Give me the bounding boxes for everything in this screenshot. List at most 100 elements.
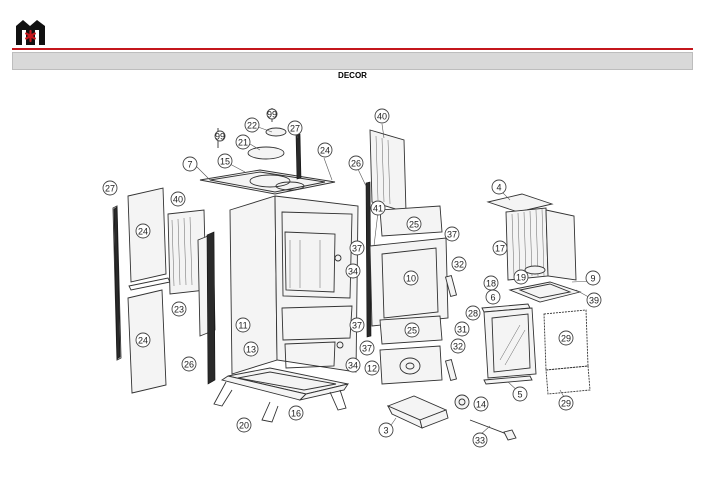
callout-number: 21 — [238, 138, 248, 148]
callout-number: 6 — [490, 293, 495, 303]
callout-33: 33 — [472, 432, 488, 448]
callout-22: 22 — [244, 117, 260, 133]
callout-number: 32 — [453, 342, 463, 352]
callout-circle — [491, 179, 507, 195]
callout-18: 18 — [483, 275, 499, 291]
callout-number: 37 — [352, 321, 362, 331]
callout-circle — [182, 156, 198, 172]
callout-25: 25 — [404, 322, 420, 338]
header-divider — [12, 48, 693, 50]
callout-37: 37 — [349, 240, 365, 256]
callout-number: 11 — [238, 321, 247, 331]
callout-number: 3 — [383, 426, 388, 436]
callout-number: 39 — [589, 296, 599, 306]
callout-21: 21 — [235, 134, 251, 150]
callout-31: 31 — [454, 321, 470, 337]
callout-number: 25 — [409, 220, 419, 230]
callout-circle — [492, 240, 508, 256]
callout-40: 40 — [170, 191, 186, 207]
stove-base — [213, 367, 350, 423]
callout-24: 24 — [135, 332, 151, 348]
callout-number: 14 — [476, 400, 486, 410]
side-panel-left-parts — [112, 187, 216, 394]
callout-number: 33 — [475, 436, 485, 446]
callout-19: 19 — [513, 269, 529, 285]
callout-13: 13 — [243, 341, 259, 357]
callout-37: 37 — [349, 317, 365, 333]
callout-24: 24 — [135, 223, 151, 239]
callout-number: 13 — [246, 345, 256, 355]
callout-number: 99 — [267, 110, 277, 120]
callout-number: 34 — [348, 361, 358, 371]
callout-26: 26 — [181, 356, 197, 372]
callout-number: 40 — [377, 112, 387, 122]
callout-number: 12 — [367, 364, 377, 374]
callout-number: 5 — [517, 390, 522, 400]
callout-circle — [349, 240, 365, 256]
callout-14: 14 — [473, 396, 489, 412]
callout-number: 99 — [215, 132, 225, 142]
callout-circle — [266, 108, 278, 120]
callout-number: 25 — [407, 326, 417, 336]
callout-circle — [473, 396, 489, 412]
callout-number: 20 — [239, 421, 249, 431]
callout-circle — [451, 256, 467, 272]
side-panel-right-parts — [365, 129, 407, 338]
callout-number: 29 — [561, 399, 571, 409]
callout-number: 24 — [320, 146, 330, 156]
callout-number: 29 — [561, 334, 571, 344]
callout-number: 31 — [457, 325, 467, 335]
callout-12: 12 — [364, 360, 380, 376]
callout-37: 37 — [444, 226, 460, 242]
callout-number: 27 — [290, 124, 300, 134]
callout-circle — [370, 200, 386, 216]
callout-26: 26 — [348, 155, 364, 171]
callout-number: 22 — [247, 121, 257, 131]
callout-circle — [454, 321, 470, 337]
callout-5: 5 — [512, 386, 528, 402]
callout-16: 16 — [288, 405, 304, 421]
callout-17: 17 — [492, 240, 508, 256]
callout-circle — [558, 330, 574, 346]
callout-circle — [135, 332, 151, 348]
callout-circle — [348, 155, 364, 171]
callout-circle — [349, 317, 365, 333]
callout-circle — [243, 341, 259, 357]
callout-number: 18 — [486, 279, 496, 289]
callout-number: 32 — [454, 260, 464, 270]
callout-number: 16 — [291, 409, 301, 419]
callout-number: 37 — [362, 344, 372, 354]
callout-number: 27 — [105, 184, 115, 194]
callout-circle — [214, 130, 226, 142]
callout-27: 27 — [102, 180, 118, 196]
callout-number: 10 — [406, 274, 416, 284]
callout-circle — [171, 301, 187, 317]
callout-circle — [586, 292, 602, 308]
callout-number: 15 — [220, 157, 230, 167]
stove-body — [199, 169, 359, 375]
callout-number: 17 — [495, 244, 505, 254]
callout-number: 28 — [468, 309, 478, 319]
callout-circle — [102, 180, 118, 196]
callout-circle — [585, 270, 601, 286]
callout-circle — [378, 422, 394, 438]
callout-99: 99 — [266, 108, 278, 120]
callout-circle — [235, 317, 251, 333]
callout-number: 24 — [138, 227, 148, 237]
callout-circle — [217, 153, 233, 169]
callout-circle — [485, 289, 501, 305]
brand-logo-icon — [16, 20, 45, 45]
callout-11: 11 — [235, 317, 251, 333]
callout-number: 40 — [173, 195, 183, 205]
callout-circle — [345, 357, 361, 373]
callout-circle — [181, 356, 197, 372]
callout-circle — [374, 108, 390, 124]
callout-circle — [235, 134, 251, 150]
callout-circle — [288, 405, 304, 421]
callout-circle — [450, 338, 466, 354]
callout-circle — [406, 216, 422, 232]
callout-circle — [465, 305, 481, 321]
callout-25: 25 — [406, 216, 422, 232]
callout-99: 99 — [214, 130, 226, 142]
